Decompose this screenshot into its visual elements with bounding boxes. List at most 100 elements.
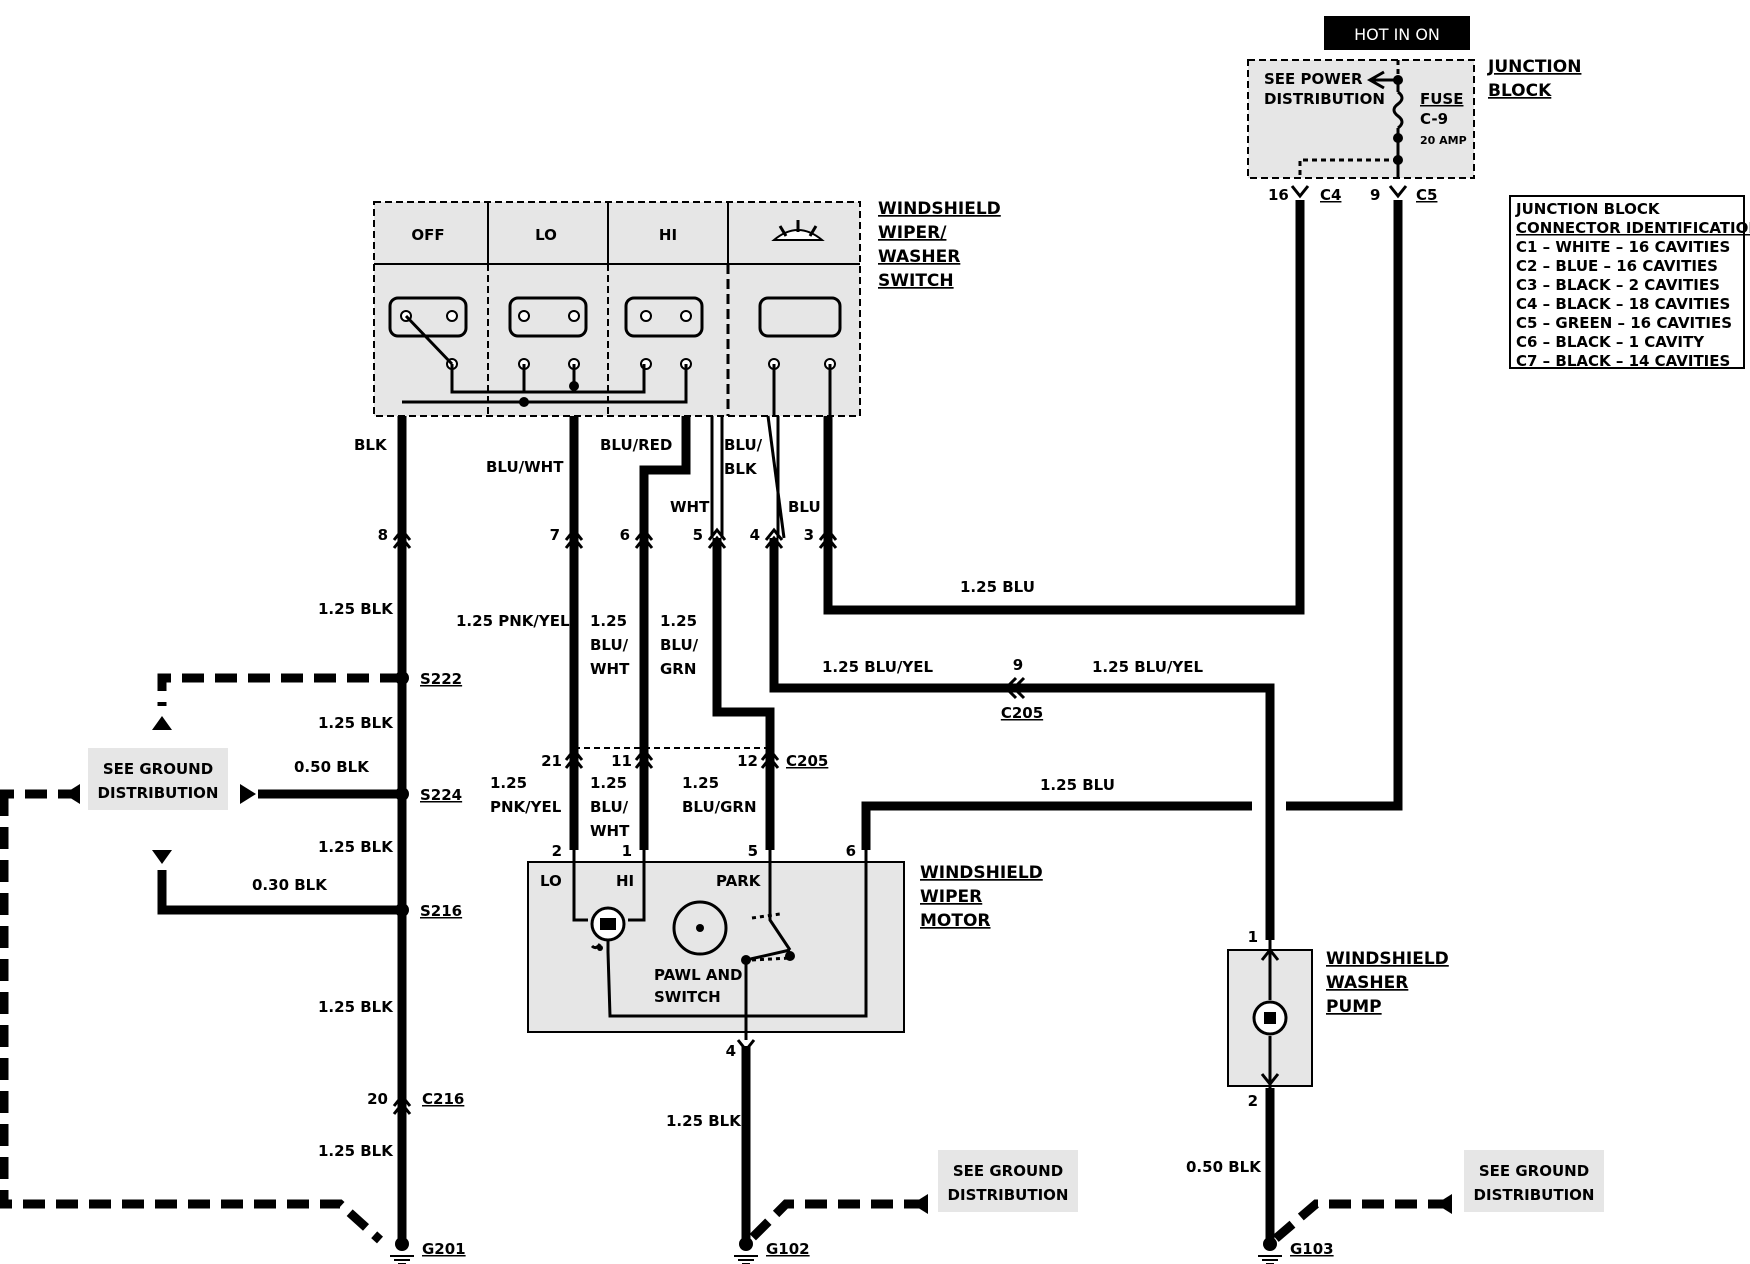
motor-lo: LO: [540, 872, 562, 890]
blu-yel-wire: [769, 538, 1275, 940]
washer-icon: [771, 229, 825, 241]
motor-title: MOTOR: [920, 911, 991, 931]
junction-block-title2: BLOCK: [1488, 81, 1552, 101]
wire-label: WHT: [590, 822, 630, 840]
wire-label: BLU/GRN: [682, 798, 757, 816]
motor-pawl: SWITCH: [654, 988, 721, 1006]
splice-label-s222: S222: [420, 670, 462, 688]
switch-pin-3: 3: [804, 526, 814, 544]
wire-label: 1.25 BLK: [318, 838, 394, 856]
motor-title: WIPER: [920, 887, 982, 907]
wire-label: 1.25: [590, 612, 627, 630]
ground-label: G201: [422, 1240, 466, 1258]
wiper-motor: [527, 850, 905, 1040]
wire-label: 0.30 BLK: [252, 876, 328, 894]
motor-pin: 6: [846, 842, 856, 860]
motor-park: PARK: [716, 872, 762, 890]
see-power-line2: DISTRIBUTION: [1264, 90, 1385, 108]
switch-pin-5: 5: [693, 526, 703, 544]
wire-label: 1.25: [682, 774, 719, 792]
c205-label: C205: [1001, 704, 1043, 722]
wire-label: 1.25: [660, 612, 697, 630]
see-ground-box-left: [88, 748, 228, 810]
conn-id-row: C1 – WHITE – 16 CAVITIES: [1516, 238, 1730, 256]
wire-label: BLU/: [660, 636, 699, 654]
wire-label: 1.25 BLU/YEL: [1092, 658, 1203, 676]
wire-label-blu-blk: BLU/: [724, 436, 763, 454]
blu-red-wire: [639, 416, 691, 850]
switch-pin-4: 4: [750, 526, 760, 544]
splice-s224: [395, 787, 409, 801]
conn-c5: C5: [1416, 186, 1437, 204]
ground-g102: [734, 1237, 758, 1264]
ground-g103: [1258, 1237, 1282, 1264]
wire-label-blk: BLK: [354, 436, 388, 454]
wire-label: 0.50 BLK: [294, 758, 370, 776]
wire-label: 1.25 BLU: [1040, 776, 1115, 794]
pump-title: WINDSHIELD: [1326, 949, 1449, 969]
wiper-washer-switch: OFF LO HI: [373, 201, 861, 417]
see-ground-left: DISTRIBUTION: [98, 784, 219, 802]
c216-pin: 20: [367, 1090, 388, 1108]
washer-pump: [1227, 940, 1313, 1088]
ground-icon: [1258, 1255, 1282, 1264]
motor-pin: 5: [748, 842, 758, 860]
see-ground-left: SEE GROUND: [103, 760, 213, 778]
conn-id-title1: JUNCTION BLOCK: [1515, 200, 1661, 218]
splice-s222: [395, 671, 409, 685]
motor-pin: 2: [552, 842, 562, 860]
cam-icon: [672, 900, 728, 956]
c205-pin: 21: [541, 752, 562, 770]
switch-title: WASHER: [878, 247, 960, 267]
pump-pin: 2: [1248, 1092, 1258, 1110]
conn-id-row: C7 – BLACK – 14 CAVITIES: [1516, 352, 1730, 370]
see-ground-g102: DISTRIBUTION: [948, 1186, 1069, 1204]
pump-title: WASHER: [1326, 973, 1408, 993]
c205-pin-9: 9: [1013, 656, 1023, 674]
harness-connectors: [392, 527, 1026, 1115]
pump-title: PUMP: [1326, 997, 1382, 1017]
splice-label-s216: S216: [420, 902, 462, 920]
wire-label: 1.25 BLK: [318, 1142, 394, 1160]
switch-pin-7: 7: [550, 526, 560, 544]
see-ground-g103: DISTRIBUTION: [1474, 1186, 1595, 1204]
connector-identification-table: JUNCTION BLOCK CONNECTOR IDENTIFICATION …: [1509, 195, 1750, 370]
ground-label: G102: [766, 1240, 810, 1258]
wire-label-blu-blk: BLK: [724, 460, 758, 478]
switch-pos-lo: LO: [535, 226, 557, 244]
fuse-label: FUSE: [1420, 90, 1463, 108]
wire-label-blu-wht: BLU/WHT: [486, 458, 564, 476]
wire-label: 1.25 BLK: [318, 998, 394, 1016]
wire-label: 1.25 BLK: [318, 600, 394, 618]
conn-id-row: C5 – GREEN – 16 CAVITIES: [1516, 314, 1732, 332]
pin-c4: 16: [1268, 186, 1289, 204]
splice-label-s224: S224: [420, 786, 462, 804]
motor-hi: HI: [616, 872, 634, 890]
junction-block: SEE POWER DISTRIBUTION FUSE C-9 20 AMP: [1247, 59, 1475, 179]
pin-c5: 9: [1370, 186, 1380, 204]
wire-label: 0.50 BLK: [1186, 1158, 1262, 1176]
wire-label: 1.25: [490, 774, 527, 792]
hot-in-on-label: HOT IN ON: [1354, 25, 1440, 44]
switch-pin-8: 8: [378, 526, 388, 544]
wire-label: 1.25 BLU/YEL: [822, 658, 933, 676]
blu-c4-wire: [823, 200, 1305, 615]
splice-s216: [395, 903, 409, 917]
see-power-line1: SEE POWER: [1264, 70, 1363, 88]
conn-id-row: C4 – BLACK – 18 CAVITIES: [1516, 295, 1730, 313]
motor-pin: 1: [622, 842, 632, 860]
see-ground-g103: SEE GROUND: [1479, 1162, 1589, 1180]
ground-label: G103: [1290, 1240, 1334, 1258]
hot-in-on-banner: [1324, 16, 1470, 50]
switch-pos-off: OFF: [411, 226, 444, 244]
fuse-id: C-9: [1420, 110, 1448, 128]
switch-pos-hi: HI: [659, 226, 677, 244]
switch-title: WINDSHIELD: [878, 199, 1001, 219]
conn-id-row: C2 – BLUE – 16 CAVITIES: [1516, 257, 1718, 275]
wire-label: 1.25: [590, 774, 627, 792]
ground-icon: [734, 1255, 758, 1264]
ground-g201: [390, 1237, 414, 1264]
see-ground-g102: SEE GROUND: [953, 1162, 1063, 1180]
conn-id-row: C3 – BLACK – 2 CAVITIES: [1516, 276, 1720, 294]
